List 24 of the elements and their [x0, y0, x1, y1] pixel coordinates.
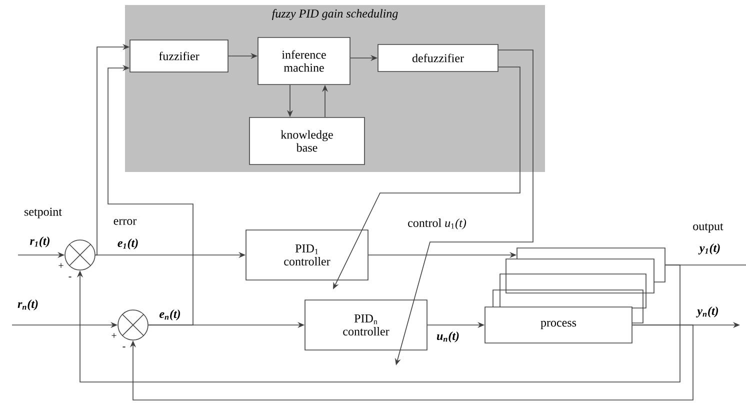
arrow — [108, 64, 194, 326]
process-box: process — [484, 306, 632, 344]
signal-label: r$_{n}$(t) — [18, 300, 38, 310]
signal-label: y$_{1}$(t) — [698, 244, 720, 254]
summing-junction — [64, 240, 96, 270]
block-box: inference machine — [258, 37, 350, 85]
text-label: control u$_{1}$(t) — [408, 218, 466, 230]
signal-label: u$_{n}$(t) — [436, 332, 459, 342]
signal-label: y$_{n}$(t) — [696, 306, 718, 318]
arrow — [76, 264, 680, 382]
sign-label: + — [58, 263, 64, 268]
text-label: error — [114, 219, 137, 225]
controller-box: PID$_{n}$ controller — [304, 300, 428, 350]
sign-label: + — [112, 333, 116, 338]
signal-label: e$_{1}$(t) — [118, 238, 138, 250]
signal-label: r$_{1}$(t) — [30, 236, 50, 248]
block-box: defuzzifier — [378, 44, 498, 72]
sign-label: - — [68, 276, 72, 278]
summing-junction — [118, 310, 148, 340]
controller-box: PID$_{1}$ controller — [246, 230, 368, 280]
arrow — [130, 324, 694, 400]
sign-label: - — [122, 346, 126, 348]
block-box: knowledge base — [249, 117, 365, 165]
block-box: fuzzifier — [130, 40, 228, 72]
